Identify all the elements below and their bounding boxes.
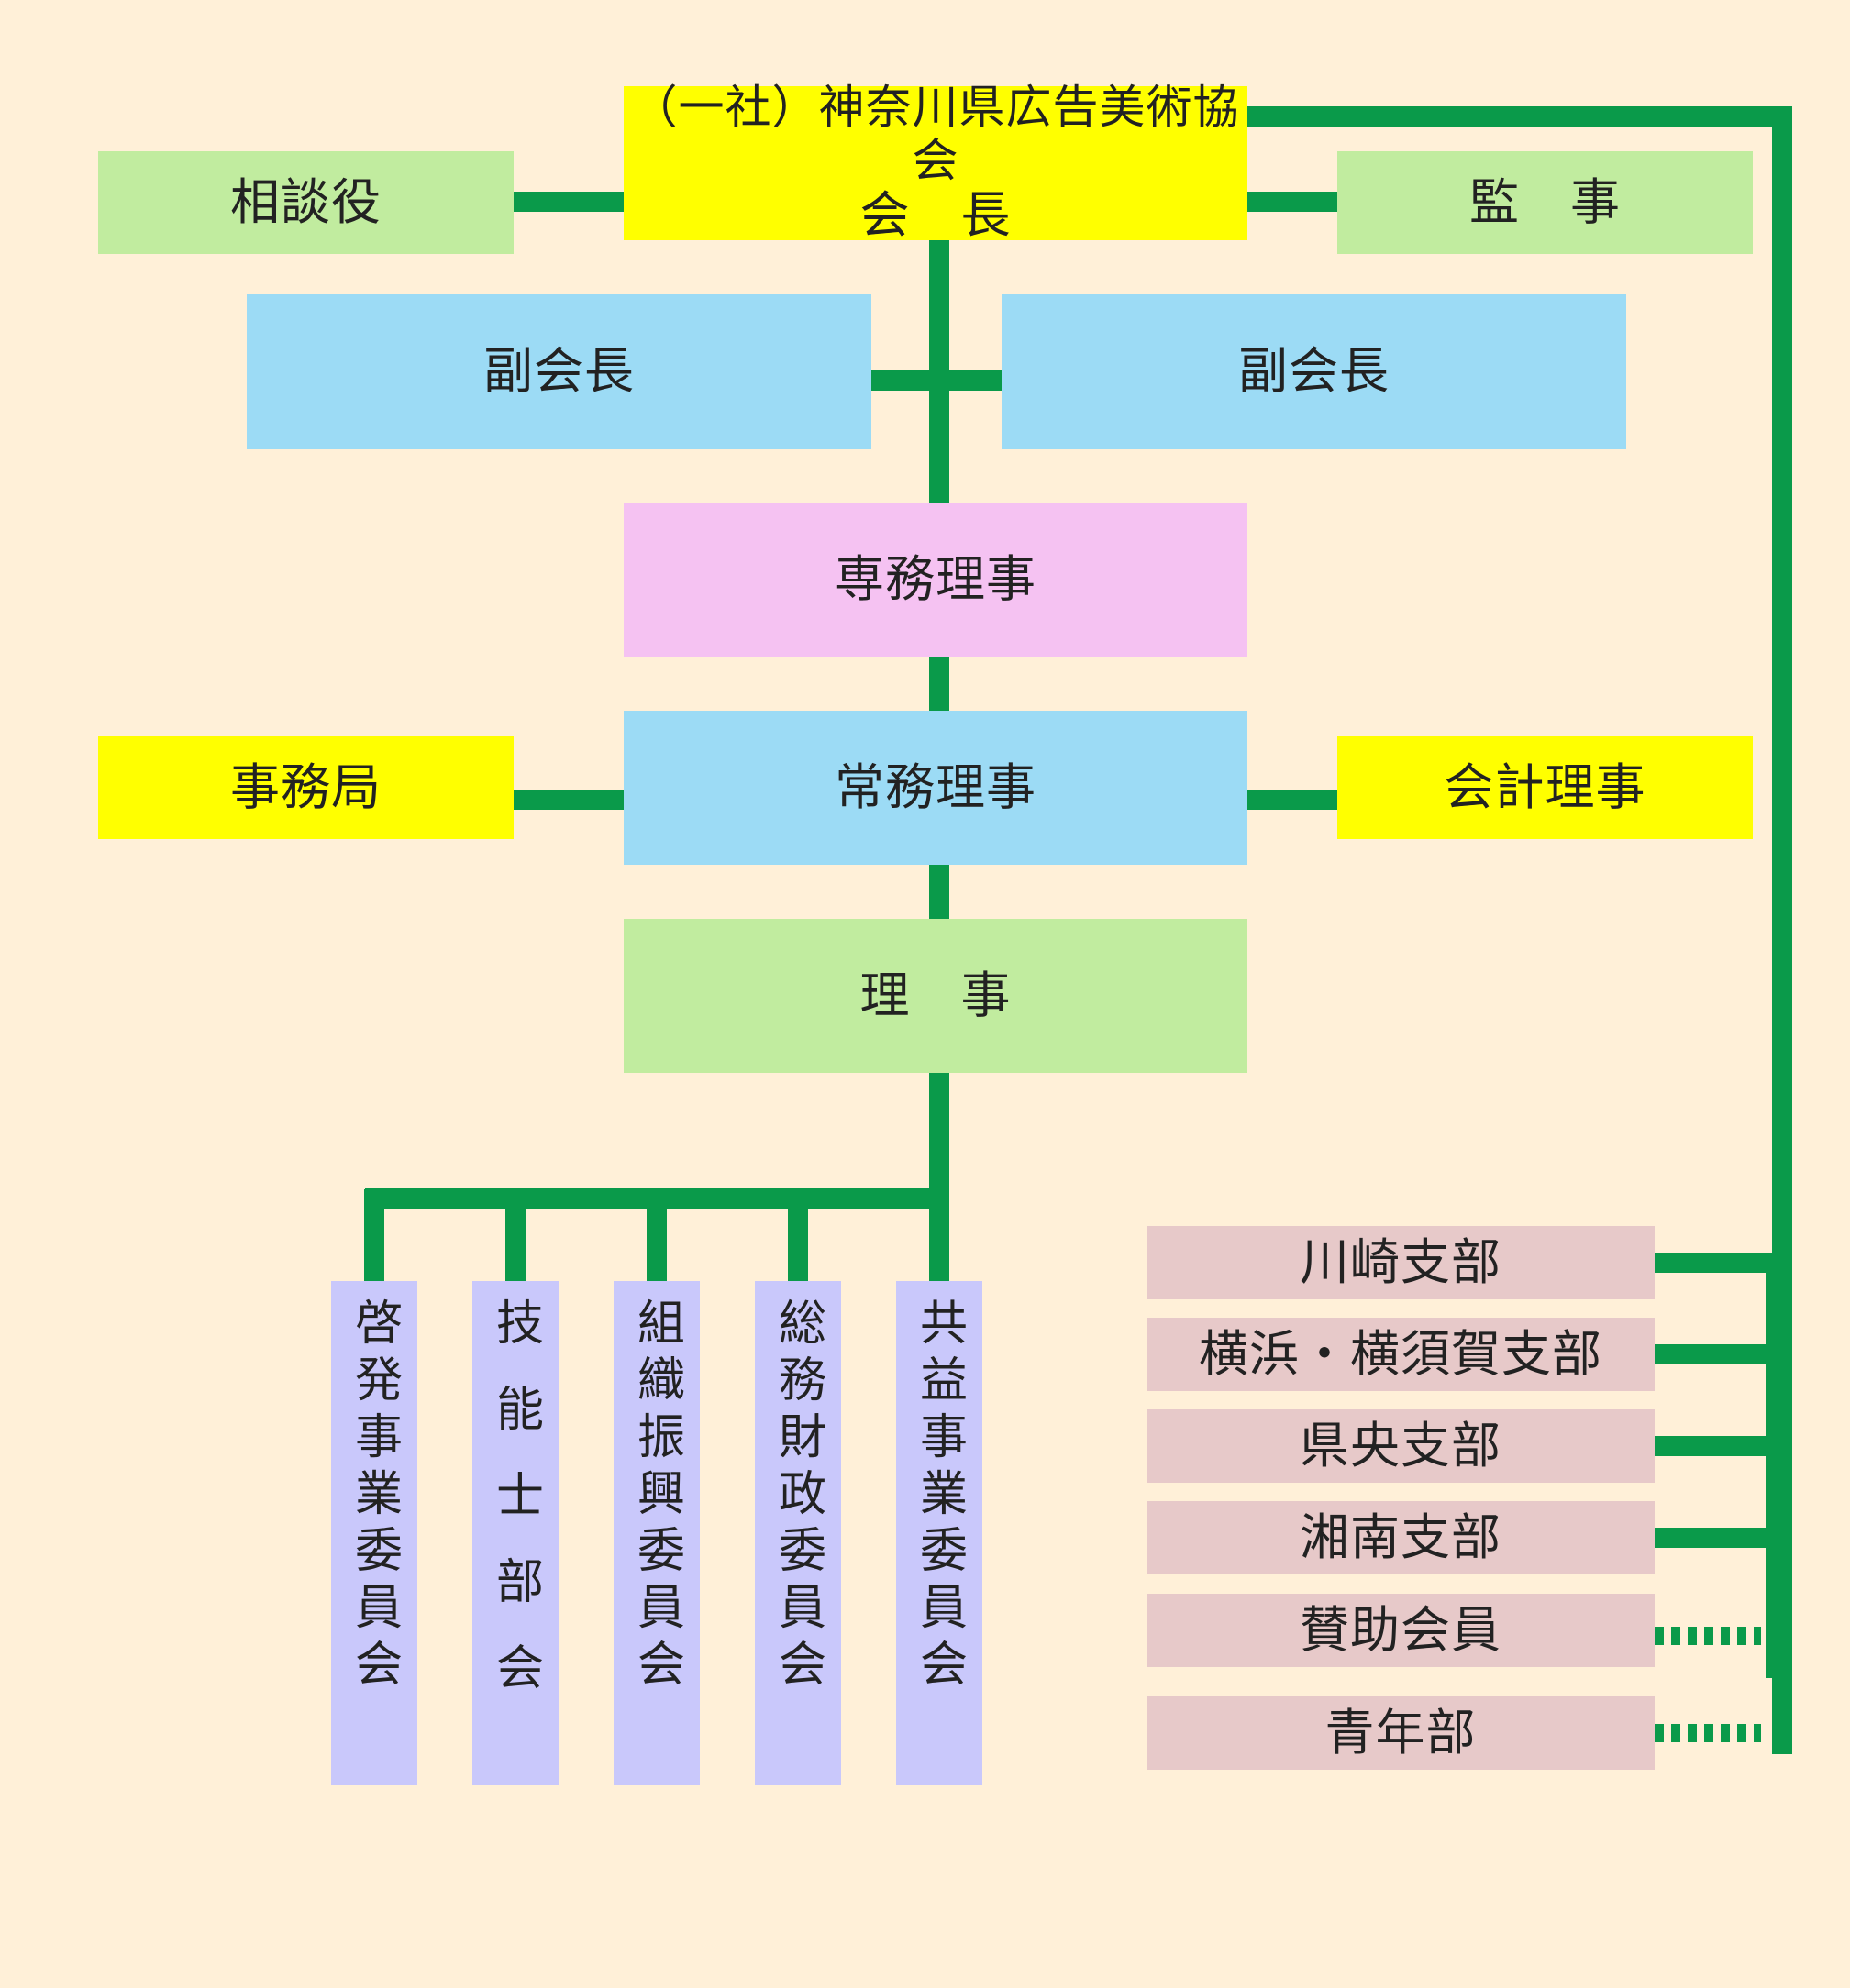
branch-label: 横浜・横須賀支部: [1199, 1324, 1602, 1383]
directors-box: 理 事: [624, 919, 1247, 1073]
vice-president-box-left: 副会長: [247, 294, 871, 449]
branch-box: 青年部: [1147, 1696, 1655, 1770]
auditor-label: 監 事: [1469, 172, 1621, 231]
committee-box: 共益事業委員会: [896, 1281, 982, 1785]
advisor-label: 相談役: [230, 172, 382, 231]
vice-president-label: 副会長: [1238, 342, 1390, 401]
president-org-name: （一社）神奈川県広告美術協会: [631, 81, 1240, 187]
branch-box: 県央支部: [1147, 1409, 1655, 1483]
auditor-box: 監 事: [1337, 151, 1753, 254]
secretariat-box: 事務局: [98, 736, 514, 839]
committee-label: 総務財政委員会: [770, 1298, 825, 1695]
accounting-director-box: 会計理事: [1337, 736, 1753, 839]
committee-box: 総務財政委員会: [755, 1281, 841, 1785]
managing-director-box: 常務理事: [624, 711, 1247, 865]
branch-label: 賛助会員: [1300, 1600, 1501, 1659]
president-title: 会 長: [859, 186, 1012, 245]
branch-label: 湘南支部: [1300, 1508, 1501, 1566]
committee-box: 組織振興委員会: [614, 1281, 700, 1785]
committee-label: 組織振興委員会: [628, 1298, 684, 1695]
branch-label: 青年部: [1324, 1703, 1477, 1762]
senior-director-label: 専務理事: [835, 549, 1036, 608]
committee-box: 技能士部会: [472, 1281, 559, 1785]
branch-box: 川崎支部: [1147, 1226, 1655, 1299]
senior-director-box: 専務理事: [624, 503, 1247, 657]
president-box: （一社）神奈川県広告美術協会 会 長: [624, 82, 1247, 244]
accounting-director-label: 会計理事: [1444, 757, 1646, 816]
advisor-box: 相談役: [98, 151, 514, 254]
branch-label: 川崎支部: [1300, 1232, 1501, 1291]
committee-label: 技能士部会: [487, 1298, 543, 1728]
managing-director-label: 常務理事: [835, 757, 1036, 816]
committee-label: 共益事業委員会: [911, 1298, 967, 1695]
branch-box: 湘南支部: [1147, 1501, 1655, 1574]
branch-label: 県央支部: [1300, 1416, 1501, 1474]
branch-box: 賛助会員: [1147, 1594, 1655, 1667]
vice-president-label: 副会長: [483, 342, 635, 401]
vice-president-box-right: 副会長: [1002, 294, 1626, 449]
branch-box: 横浜・横須賀支部: [1147, 1318, 1655, 1391]
directors-label: 理 事: [859, 966, 1012, 1024]
committee-label: 啓発事業委員会: [346, 1298, 402, 1695]
committee-box: 啓発事業委員会: [331, 1281, 417, 1785]
secretariat-label: 事務局: [230, 757, 382, 816]
